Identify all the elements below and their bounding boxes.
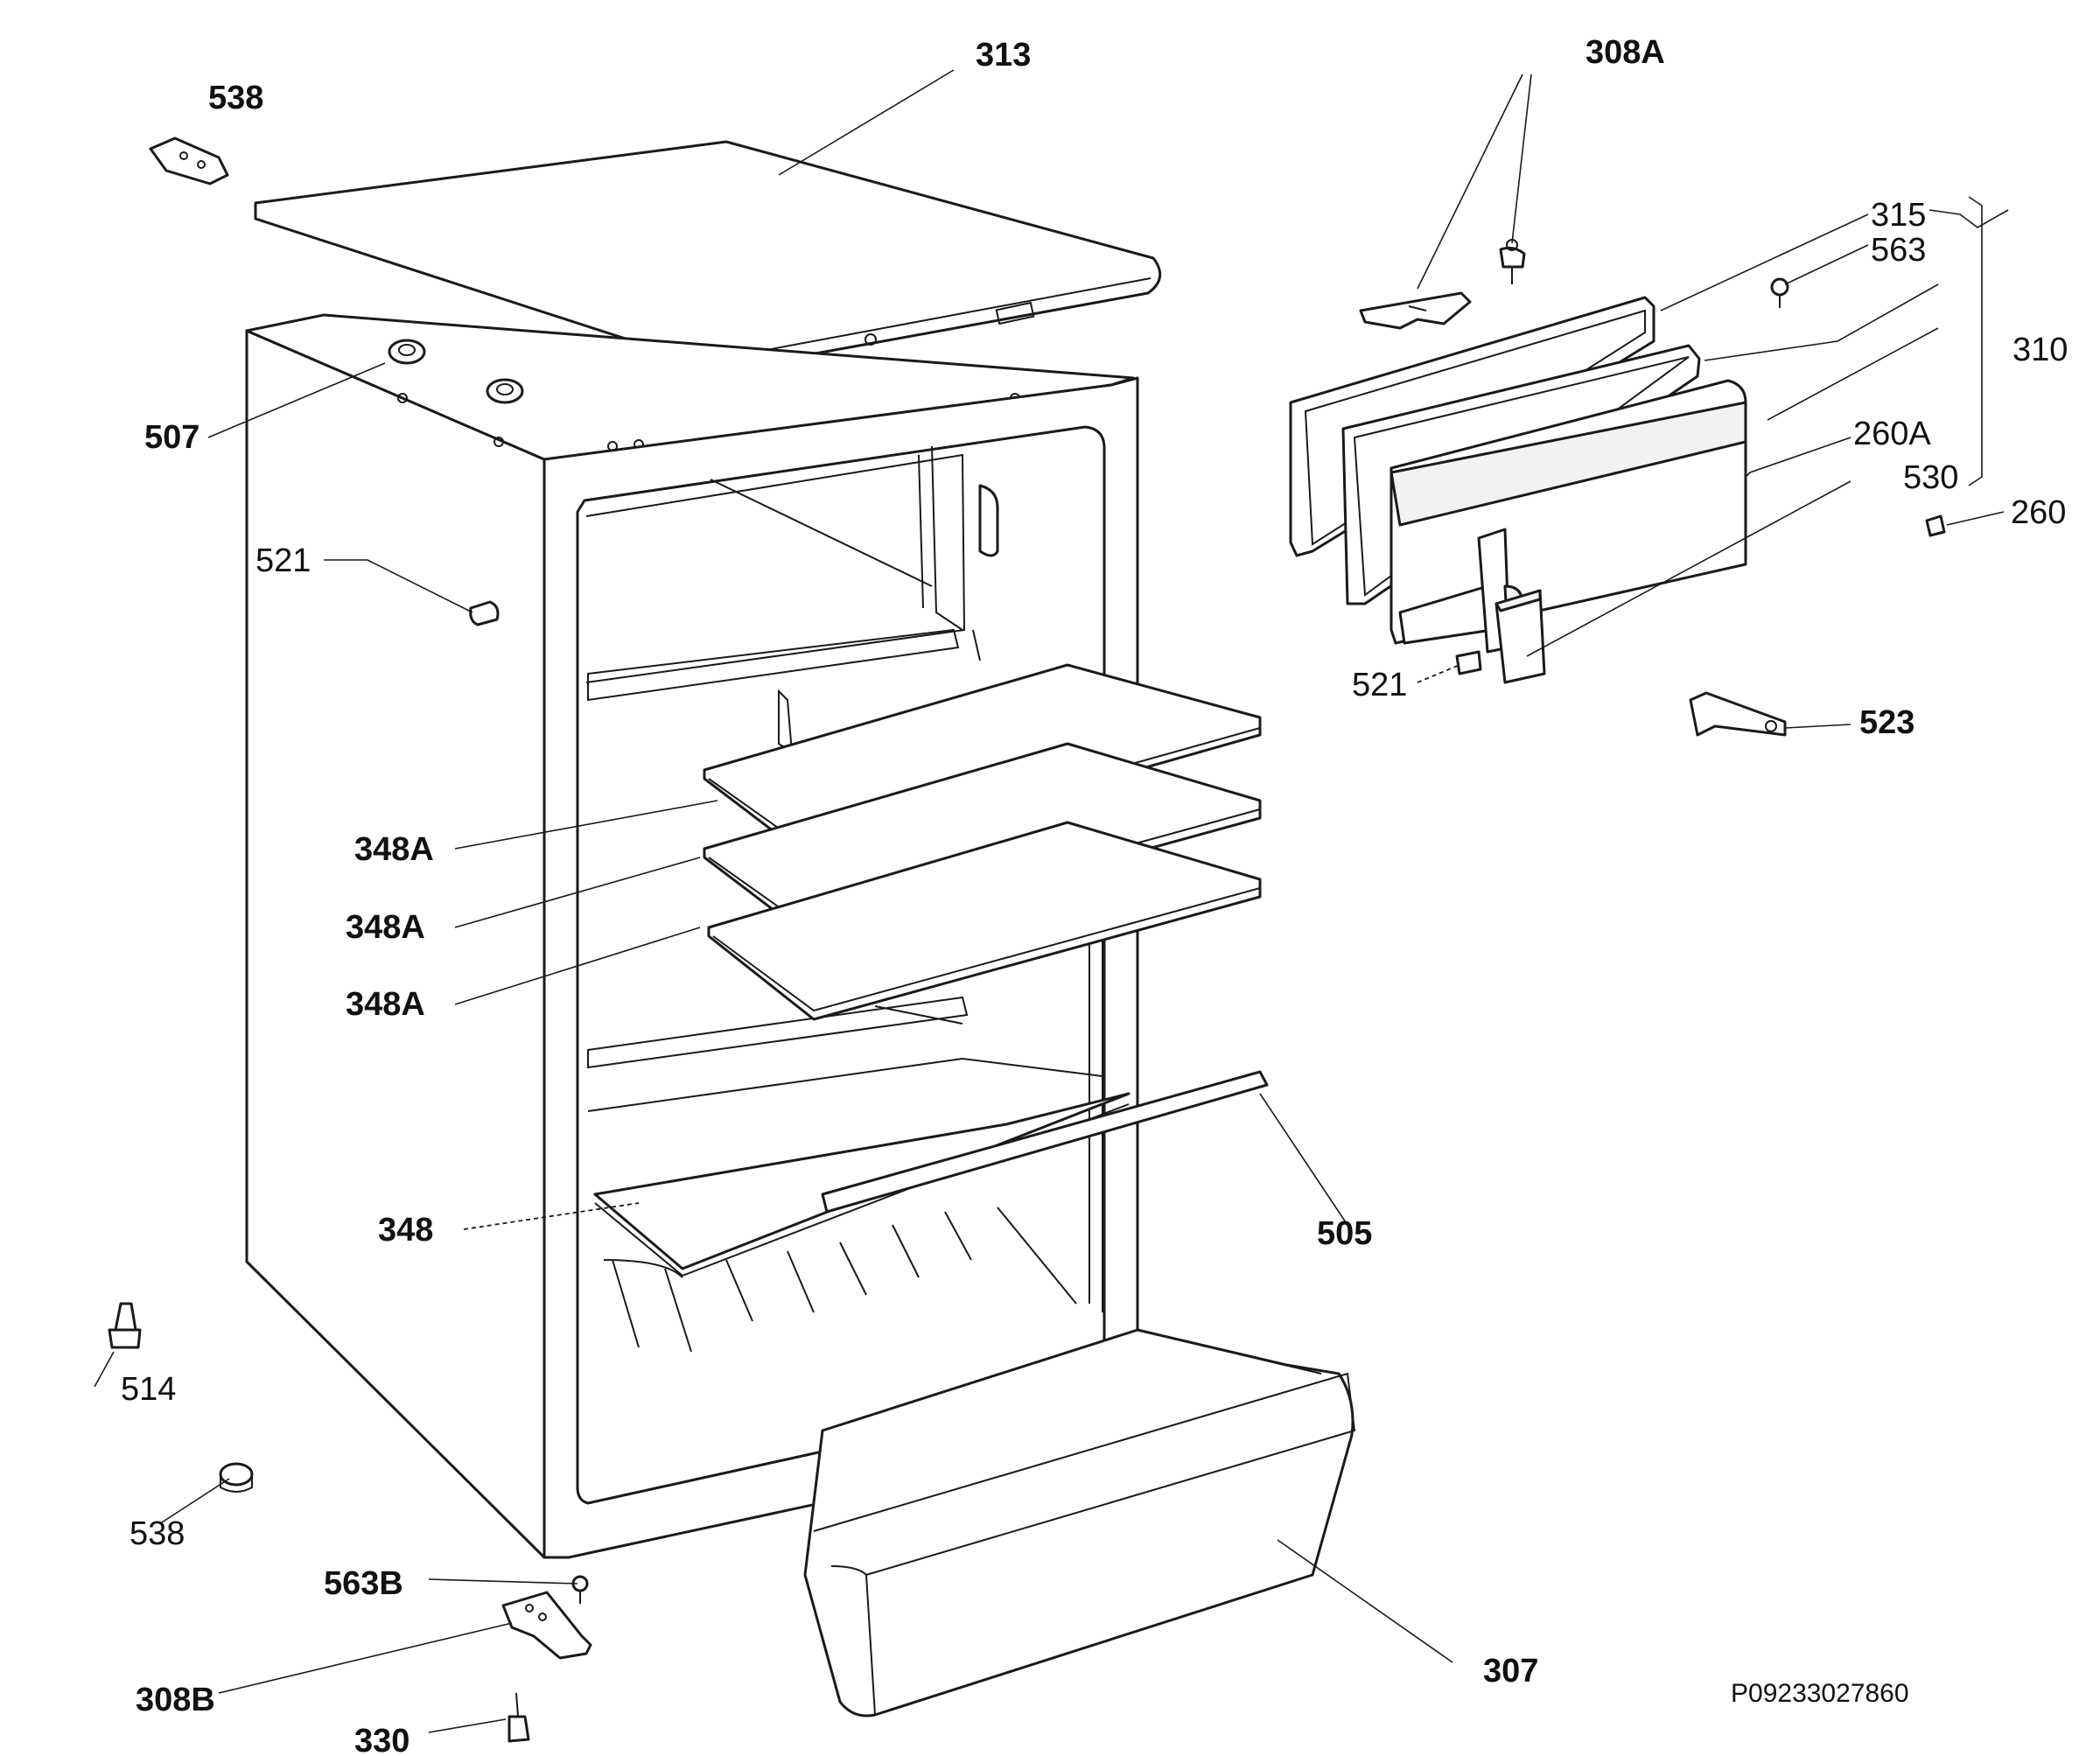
label-505: 505 <box>1317 1215 1372 1252</box>
label-260: 260 <box>2011 494 2066 531</box>
hinge-308b-part[interactable] <box>501 1591 592 1660</box>
label-307: 307 <box>1483 1653 1538 1690</box>
label-308a: 308A <box>1586 34 1665 71</box>
label-313: 313 <box>976 37 1031 73</box>
plug-507-a[interactable] <box>388 339 426 365</box>
spacer-538-bottom[interactable] <box>219 1462 254 1493</box>
label-315: 315 <box>1871 197 1926 234</box>
label-310: 310 <box>2012 332 2068 368</box>
handle-clip-part[interactable] <box>1494 589 1546 684</box>
glass-shelf-3[interactable] <box>707 821 1262 1021</box>
label-563: 563 <box>1871 232 1926 269</box>
foot-514-part[interactable] <box>108 1302 142 1349</box>
label-348a-1: 348A <box>354 831 434 868</box>
label-521-right: 521 <box>1352 667 1407 703</box>
foot-330-part[interactable] <box>508 1692 530 1743</box>
hinge-screw-308a[interactable] <box>1499 239 1526 284</box>
cap-521-left[interactable] <box>469 600 500 626</box>
freezer-door-panel-523[interactable] <box>1390 379 1747 645</box>
label-348a-3: 348A <box>346 986 425 1023</box>
label-538-bottom: 538 <box>130 1515 185 1552</box>
label-523: 523 <box>1859 704 1914 741</box>
plug-507-b[interactable] <box>486 378 524 404</box>
label-538-top: 538 <box>208 80 263 116</box>
screw-563b-part[interactable] <box>571 1575 589 1604</box>
hinge-pin-308a[interactable] <box>1359 291 1472 330</box>
leader-lines <box>94 69 2009 1733</box>
label-514: 514 <box>121 1371 176 1408</box>
screw-563-part[interactable] <box>1770 277 1789 308</box>
hinge-clip-538-top[interactable] <box>149 136 229 185</box>
label-521-left: 521 <box>256 542 311 579</box>
vegetable-drawer-part[interactable] <box>803 1328 1356 1718</box>
small-bracket-part[interactable] <box>1455 650 1482 675</box>
label-348: 348 <box>378 1212 433 1249</box>
label-563b: 563B <box>324 1565 403 1602</box>
label-260a: 260A <box>1853 416 1931 452</box>
label-530: 530 <box>1903 459 1958 496</box>
door-bracket-523[interactable] <box>1689 691 1787 737</box>
label-308b: 308B <box>136 1682 215 1718</box>
front-rail-part[interactable] <box>821 1070 1269 1214</box>
label-507: 507 <box>144 419 200 456</box>
label-348a-2: 348A <box>346 909 425 946</box>
stop-260-part[interactable] <box>1925 514 1946 537</box>
reference-code: P09233027860 <box>1731 1679 1909 1708</box>
label-330: 330 <box>354 1723 410 1756</box>
